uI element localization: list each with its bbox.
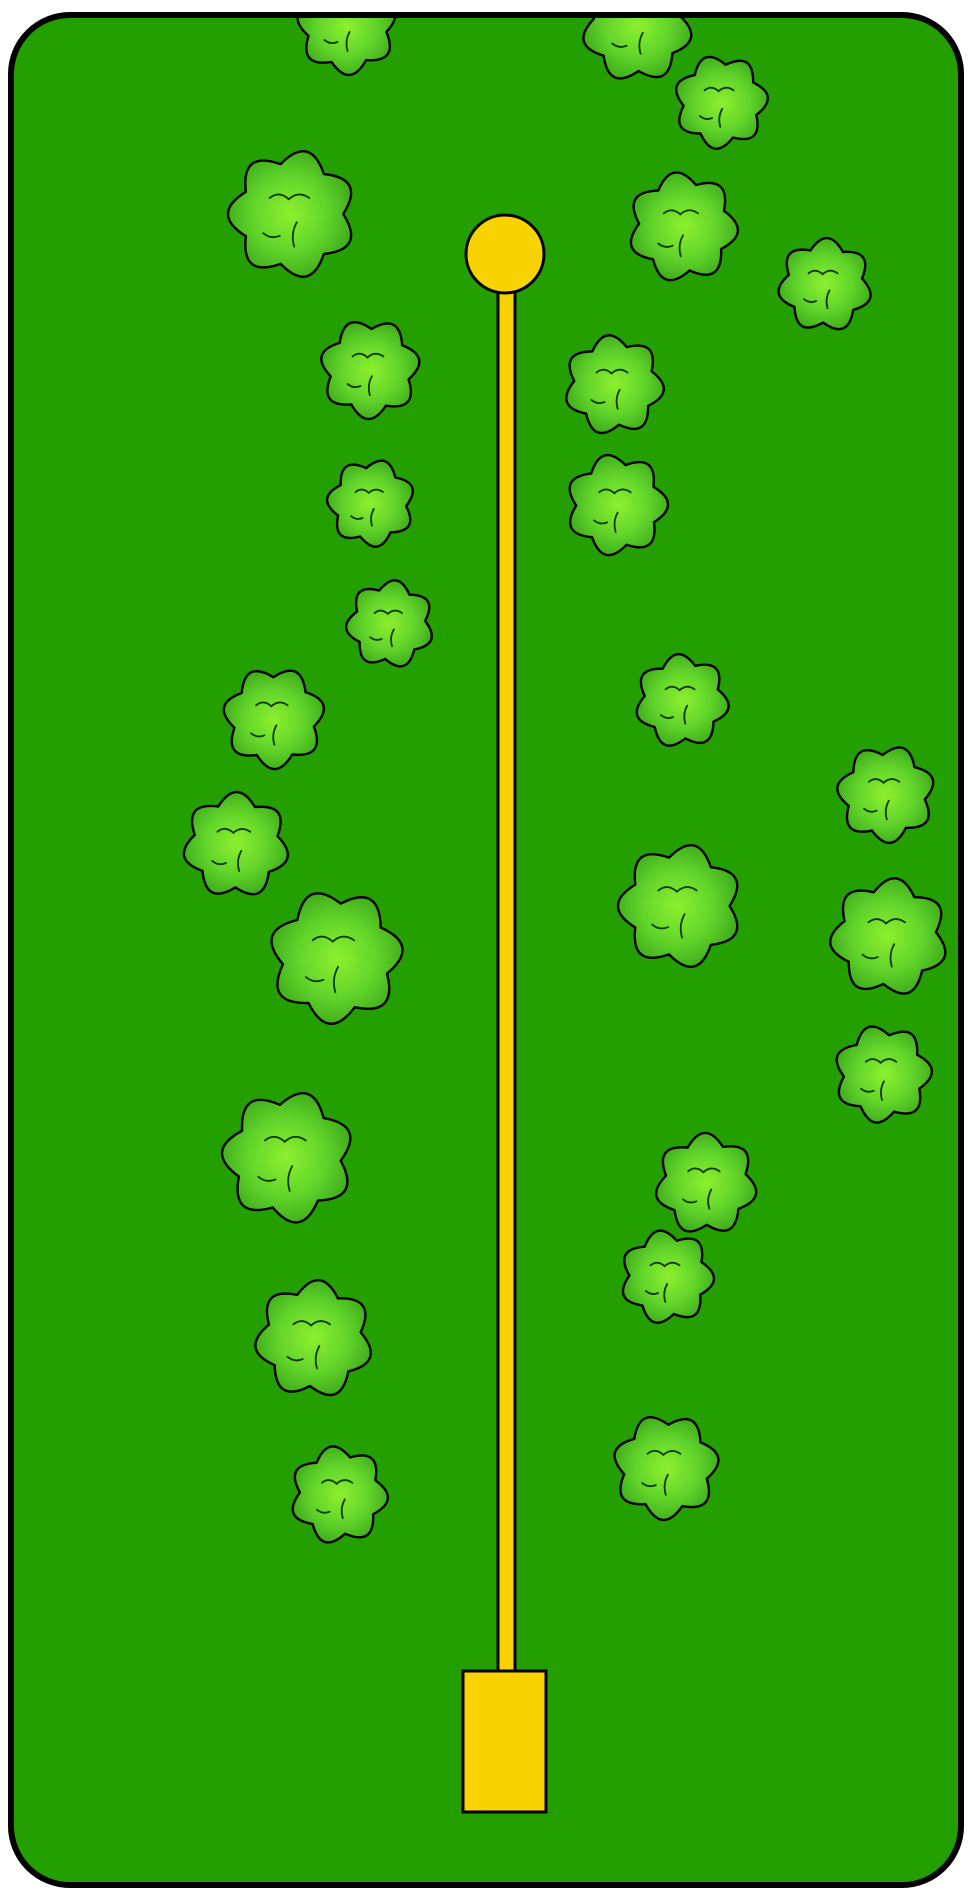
putting-green-field	[8, 12, 964, 1888]
